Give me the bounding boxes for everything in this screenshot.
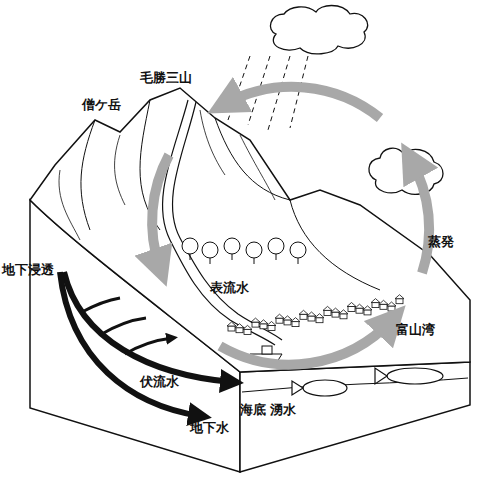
label-text: 蒸発 bbox=[428, 234, 454, 249]
house bbox=[340, 314, 347, 319]
house-roof bbox=[395, 295, 404, 299]
house bbox=[396, 299, 403, 304]
house-roof bbox=[259, 320, 268, 324]
house-roof bbox=[299, 310, 308, 314]
house-roof bbox=[283, 316, 292, 320]
fish bbox=[387, 368, 443, 384]
label-text: 富山湾 bbox=[396, 322, 435, 337]
cycle-arrow bbox=[225, 87, 380, 118]
house-roof bbox=[323, 306, 332, 310]
house bbox=[244, 329, 251, 334]
tree-crown bbox=[202, 242, 218, 258]
underground-arrow bbox=[64, 272, 232, 382]
house-roof bbox=[251, 318, 260, 322]
house-roof bbox=[371, 299, 380, 303]
label-text: 地下浸透 bbox=[2, 262, 54, 277]
house bbox=[308, 316, 315, 321]
house bbox=[228, 326, 235, 331]
tree-crown bbox=[246, 242, 262, 258]
house bbox=[380, 304, 387, 309]
fish bbox=[303, 380, 347, 396]
house bbox=[268, 326, 275, 331]
house-roof bbox=[307, 312, 316, 316]
house-roof bbox=[339, 310, 348, 314]
house-roof bbox=[347, 303, 356, 307]
house-roof bbox=[315, 314, 324, 318]
cloud bbox=[369, 148, 443, 194]
ridge-line bbox=[81, 100, 380, 290]
house bbox=[332, 312, 339, 317]
house-roof bbox=[243, 325, 252, 329]
house bbox=[260, 324, 267, 329]
trees bbox=[182, 238, 306, 264]
house bbox=[276, 318, 283, 323]
house-roof bbox=[227, 322, 236, 326]
house bbox=[324, 310, 331, 315]
house-roof bbox=[387, 302, 396, 306]
house bbox=[316, 318, 323, 323]
fish-tail bbox=[292, 381, 303, 395]
fish-tail bbox=[375, 368, 387, 384]
house bbox=[236, 328, 243, 333]
river bbox=[172, 102, 282, 340]
house bbox=[300, 314, 307, 319]
tree-crown bbox=[224, 238, 240, 254]
label-text: 毛勝三山 bbox=[140, 70, 192, 85]
tree-crown bbox=[290, 242, 306, 258]
house bbox=[252, 322, 259, 327]
house-roof bbox=[275, 314, 284, 318]
cycle-arrow bbox=[411, 160, 429, 273]
river bbox=[163, 100, 275, 345]
label-text: 表流水 bbox=[210, 280, 249, 295]
label-text: 湧水 bbox=[270, 402, 296, 417]
house-roof bbox=[355, 304, 364, 308]
house bbox=[364, 310, 371, 315]
label-text: 地下水 bbox=[190, 420, 229, 435]
tree-crown bbox=[182, 238, 198, 254]
house-roof bbox=[331, 308, 340, 312]
label-text: 伏流水 bbox=[140, 374, 179, 389]
house bbox=[348, 307, 355, 312]
house bbox=[284, 320, 291, 325]
sea-face bbox=[240, 362, 470, 472]
house bbox=[388, 306, 395, 311]
house-roof bbox=[291, 318, 300, 322]
house bbox=[372, 303, 379, 308]
house-roof bbox=[379, 300, 388, 304]
label-text: 海底 bbox=[240, 402, 266, 417]
tree-crown bbox=[268, 238, 284, 254]
house-roof bbox=[235, 324, 244, 328]
underground-arrow bbox=[60, 272, 200, 416]
house-roof bbox=[267, 322, 276, 326]
house bbox=[292, 322, 299, 327]
boat-cabin bbox=[262, 346, 272, 354]
seepage-arrow bbox=[82, 298, 172, 354]
cycle-arrow bbox=[152, 155, 169, 268]
cycle-arrow bbox=[220, 320, 392, 365]
cloud bbox=[270, 6, 367, 54]
label-text: 僧ケ岳 bbox=[82, 97, 121, 112]
house bbox=[356, 308, 363, 313]
house-roof bbox=[363, 306, 372, 310]
